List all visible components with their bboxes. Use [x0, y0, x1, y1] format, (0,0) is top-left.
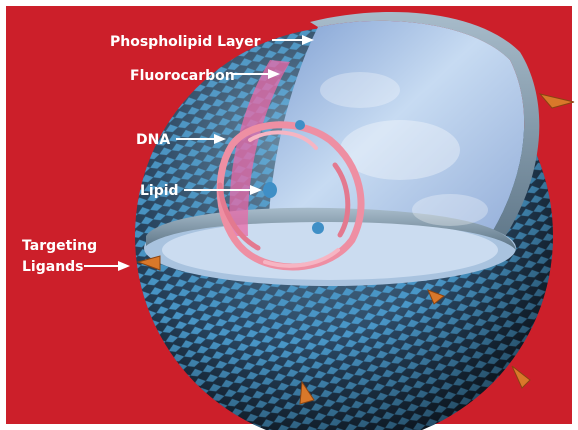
svg-text:Targeting: Targeting — [22, 238, 97, 254]
svg-text:Lipid: Lipid — [140, 183, 179, 199]
svg-text:DNA: DNA — [136, 132, 170, 148]
svg-text:Fluorocarbon: Fluorocarbon — [130, 68, 235, 84]
svg-text:Phospholipid Layer: Phospholipid Layer — [110, 34, 261, 50]
svg-text:Ligands: Ligands — [22, 259, 84, 275]
